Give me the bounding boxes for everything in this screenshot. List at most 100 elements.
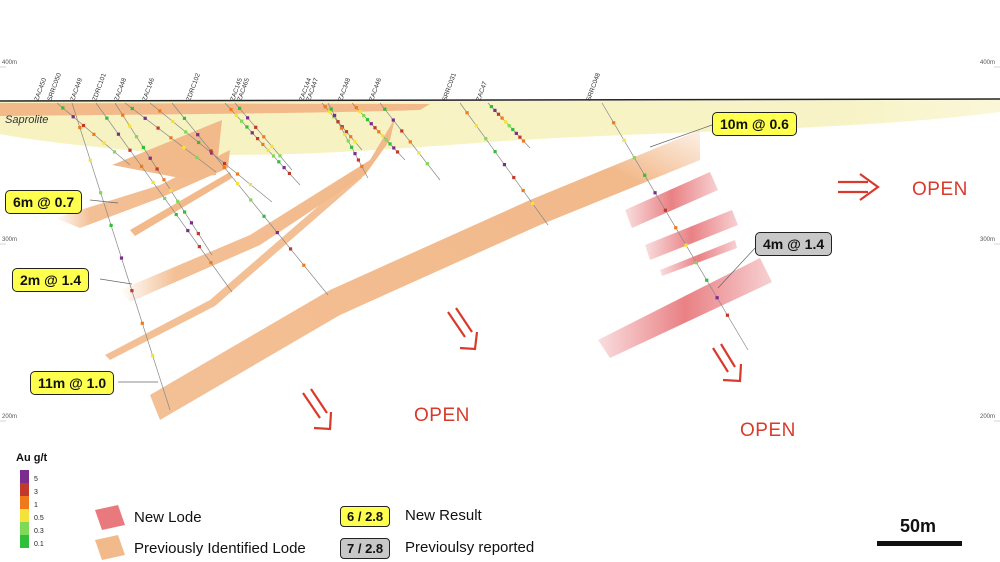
assay-interval [518,135,522,139]
assay-interval [705,278,709,282]
assay-interval [663,208,667,212]
assay-interval [350,145,354,149]
assay-interval [109,223,113,228]
assay-interval [184,130,188,134]
au-scale-swatch [20,483,29,496]
new-result-label: New Result [405,507,482,524]
assay-interval [169,188,173,193]
open-label-center: OPEN [414,405,470,426]
assay-interval [222,165,226,169]
assay-interval [197,140,201,145]
lode-surface-wedge [0,103,430,116]
assay-interval [500,116,504,120]
assay-interval [356,158,360,162]
au-scale-swatch [20,522,29,535]
new-lode-1 [625,172,718,228]
au-legend-title: Au g/t [16,452,48,464]
scale-bar-label: 50m [900,516,937,536]
assay-interval [250,131,254,135]
assay-interval [246,116,250,120]
assay-interval [358,109,362,114]
assay-interval [474,124,478,128]
assay-interval [383,107,387,111]
assay-interval [674,226,678,230]
assay-interval [329,107,333,111]
open-arrows [302,173,880,431]
assay-interval [287,171,292,176]
assay-interval [88,158,92,162]
assay-interval [391,118,395,122]
lode-upper-left [55,150,230,228]
assay-interval [210,151,214,155]
assay-interval [622,138,626,142]
assay-interval [278,154,282,158]
assay-interval [222,161,227,166]
drill-traces [56,102,749,411]
assay-interval [71,115,75,119]
assay-interval [105,116,109,120]
rl-label-300-left: 300m [2,237,18,243]
assay-interval [195,155,199,159]
assay-interval [521,139,526,143]
assay-interval [209,261,213,265]
au-scale-value: 1 [34,502,38,509]
ground-surface [0,98,1000,102]
assay-interval [336,120,340,124]
assay-interval [327,110,332,114]
assay-interval [346,139,350,143]
assay-interval [353,152,357,156]
assay-interval [163,196,167,201]
assay-interval [121,113,125,117]
assay-interval [143,116,147,120]
assay-interval [209,149,213,153]
assay-interval [197,245,201,249]
assay-interval [266,148,270,152]
assay-interval [229,107,233,112]
assay-interval [112,150,117,154]
assay-interval [684,243,688,247]
lode-main [150,130,700,420]
au-scale-swatch [20,509,29,522]
assay-interval [694,261,699,265]
assay-interval [237,106,242,110]
assay-interval [388,142,392,146]
assay-interval [189,221,194,225]
assay-interval [235,172,240,176]
arrow-down-right-icon-2 [302,388,333,431]
assay-interval [377,130,381,134]
assay-interval [369,122,373,126]
au-scale-swatch [20,496,29,509]
open-label-lower-right: OPEN [740,420,796,441]
assay-interval [249,198,253,202]
assay-interval [507,124,511,128]
assay-interval [245,125,249,129]
assay-interval [343,132,347,137]
open-label-right: OPEN [912,179,968,200]
assay-interval [360,164,364,168]
assay-interval [496,112,501,116]
assay-interval [128,148,132,152]
au-scale-value: 5 [34,476,38,483]
assay-interval [171,119,175,124]
assay-interval [373,126,377,130]
assay-interval [465,111,469,115]
assay-interval [151,180,155,184]
assay-interval [130,106,134,111]
lode-mid-left [120,118,395,302]
new-lode-3 [660,240,737,276]
assay-interval [612,121,616,125]
assay-interval [365,118,370,122]
assay-interval [511,127,515,132]
assay-interval [78,125,82,130]
intercept-label: 4m @ 1.4 [755,232,833,256]
assay-interval [261,142,265,147]
assay-interval [521,188,525,193]
prev-lode-swatch [95,535,125,560]
leader-lines [89,124,756,383]
assay-interval [102,141,106,145]
assay-interval [262,135,266,139]
assay-interval [349,135,353,139]
assay-interval [148,156,152,160]
